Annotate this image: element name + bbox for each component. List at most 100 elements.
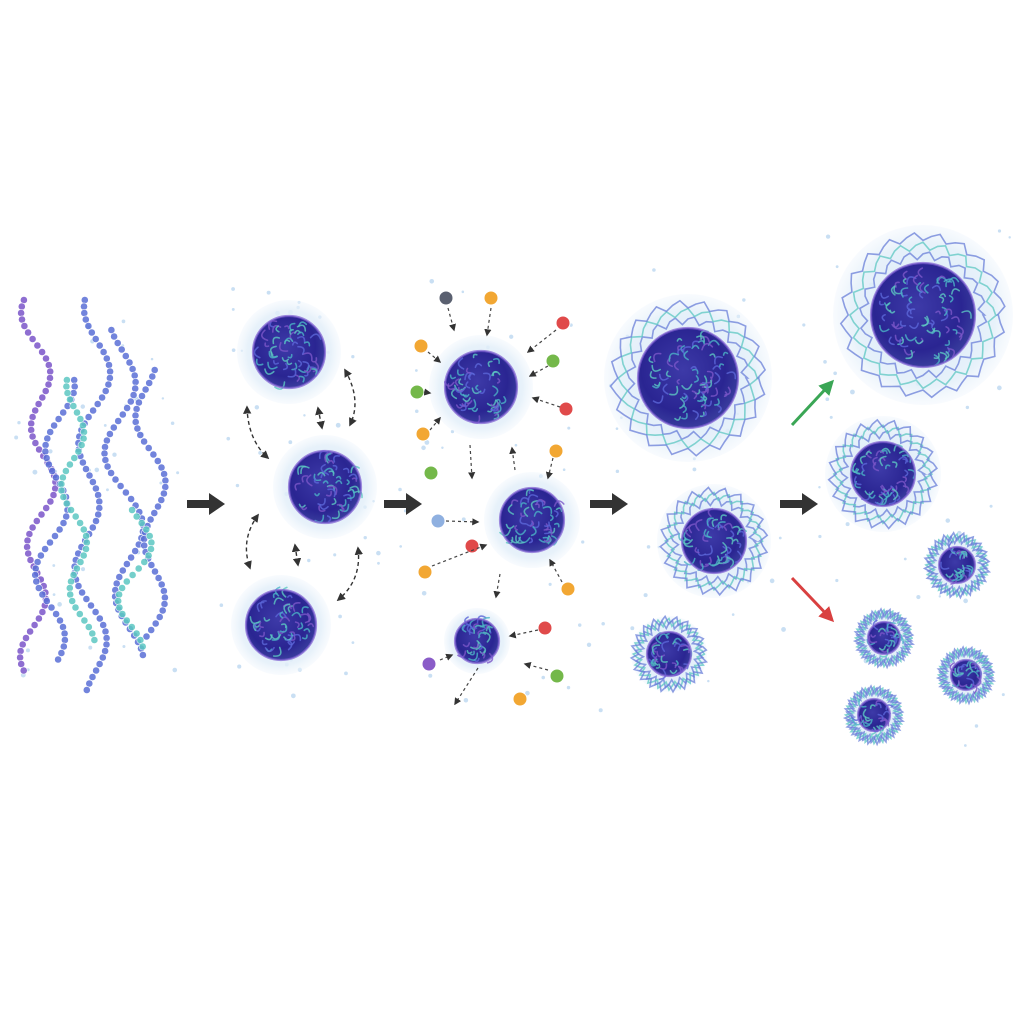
globule-rim bbox=[849, 440, 917, 508]
chain-bead bbox=[33, 558, 42, 566]
speck-dot bbox=[235, 483, 240, 488]
globule-shell bbox=[852, 607, 916, 670]
texture-strand bbox=[722, 351, 729, 356]
speck-dot bbox=[335, 422, 341, 428]
binding-arrow-icon bbox=[427, 351, 442, 363]
chain-bead bbox=[80, 428, 88, 436]
texture-strand bbox=[486, 652, 494, 664]
globule-shell bbox=[839, 232, 1006, 399]
chain-bead bbox=[59, 493, 68, 501]
chain-bead bbox=[28, 432, 37, 441]
texture-strand bbox=[714, 523, 724, 529]
chain-bead bbox=[70, 382, 79, 391]
texture-strand bbox=[676, 379, 680, 385]
chain-bead bbox=[92, 484, 100, 493]
chain-bead bbox=[71, 603, 80, 612]
texture-strand bbox=[311, 357, 318, 363]
shell-ring bbox=[935, 645, 997, 706]
texture-strand bbox=[467, 373, 472, 380]
chain-bead bbox=[74, 582, 83, 590]
speck-dot bbox=[903, 557, 907, 561]
chain-bead bbox=[118, 610, 127, 618]
texture-strand bbox=[935, 310, 941, 315]
texture-strand bbox=[542, 536, 551, 545]
shrink-arrow-icon bbox=[790, 576, 835, 623]
texture-strand bbox=[685, 525, 692, 538]
texture-strand bbox=[287, 634, 293, 642]
texture-strand bbox=[868, 494, 876, 499]
texture-strand bbox=[264, 368, 275, 375]
speck-dot bbox=[1008, 236, 1011, 239]
ligand-icon bbox=[423, 465, 439, 481]
texture-strand bbox=[706, 370, 714, 379]
chain-bead bbox=[109, 423, 118, 432]
texture-strand bbox=[273, 597, 284, 605]
stage-collapsed-globules bbox=[231, 300, 377, 675]
speck-dot bbox=[916, 594, 921, 600]
texture-strand bbox=[304, 612, 312, 624]
texture-strand bbox=[327, 459, 335, 464]
texture-strand bbox=[333, 455, 340, 463]
chain-bead bbox=[107, 326, 116, 334]
texture-strand bbox=[888, 494, 897, 505]
texture-strand bbox=[669, 385, 679, 396]
chain-bead bbox=[85, 679, 94, 688]
stage-unfolded-chains bbox=[16, 296, 170, 694]
texture-strand bbox=[327, 488, 336, 498]
texture-strand bbox=[541, 500, 546, 506]
speck-dot bbox=[562, 468, 566, 472]
texture-strand bbox=[894, 281, 900, 288]
texture-strand bbox=[858, 698, 867, 708]
texture-strand bbox=[893, 285, 903, 295]
chain-bead bbox=[95, 497, 104, 506]
texture-strand bbox=[505, 523, 515, 530]
texture-strand bbox=[665, 370, 672, 378]
texture-strand bbox=[325, 490, 332, 497]
speck-dot bbox=[398, 487, 402, 492]
texture-strand bbox=[704, 400, 712, 407]
texture-strand bbox=[881, 314, 886, 322]
chain-bead bbox=[95, 660, 104, 668]
texture-strand bbox=[888, 336, 895, 346]
chain-bead bbox=[66, 460, 74, 469]
texture-strand bbox=[284, 337, 294, 343]
globule-rim bbox=[251, 314, 327, 390]
chain-bead bbox=[18, 315, 26, 324]
chain-bead bbox=[59, 642, 68, 651]
texture-strand bbox=[951, 569, 959, 582]
chain-bead bbox=[54, 655, 62, 664]
chain-bead bbox=[62, 467, 70, 475]
speck-dot bbox=[525, 690, 530, 696]
texture-strand bbox=[861, 470, 866, 477]
texture-strand bbox=[296, 324, 307, 332]
chain-bead bbox=[151, 619, 160, 628]
texture-strand bbox=[264, 634, 273, 641]
speck-dot bbox=[825, 397, 830, 402]
chain-bead bbox=[100, 449, 109, 458]
texture-strand bbox=[965, 569, 971, 577]
chain-bead bbox=[81, 315, 90, 324]
binding-arrow-icon bbox=[468, 444, 476, 480]
texture-strand bbox=[673, 360, 679, 371]
texture-strand bbox=[649, 371, 657, 379]
texture-strand bbox=[918, 290, 924, 299]
chain-bead bbox=[127, 495, 136, 503]
texture-strand bbox=[949, 662, 955, 673]
texture-strand bbox=[957, 564, 965, 574]
texture-strand bbox=[485, 625, 493, 632]
texture-strand bbox=[722, 545, 729, 558]
texture-strand bbox=[699, 375, 708, 386]
globule-rim bbox=[856, 697, 892, 733]
chain-bead bbox=[65, 584, 74, 592]
texture-strand bbox=[500, 396, 507, 405]
globule-rim bbox=[636, 326, 740, 430]
texture-strand bbox=[471, 408, 479, 413]
texture-strand bbox=[970, 683, 978, 694]
texture-strand bbox=[945, 308, 953, 315]
texture-strand bbox=[523, 506, 530, 517]
texture-strand bbox=[303, 341, 311, 347]
texture-strand bbox=[864, 718, 873, 725]
exchange-arrow-icon bbox=[243, 513, 259, 570]
ligand-icon bbox=[545, 353, 561, 369]
chain-bead bbox=[150, 366, 159, 374]
